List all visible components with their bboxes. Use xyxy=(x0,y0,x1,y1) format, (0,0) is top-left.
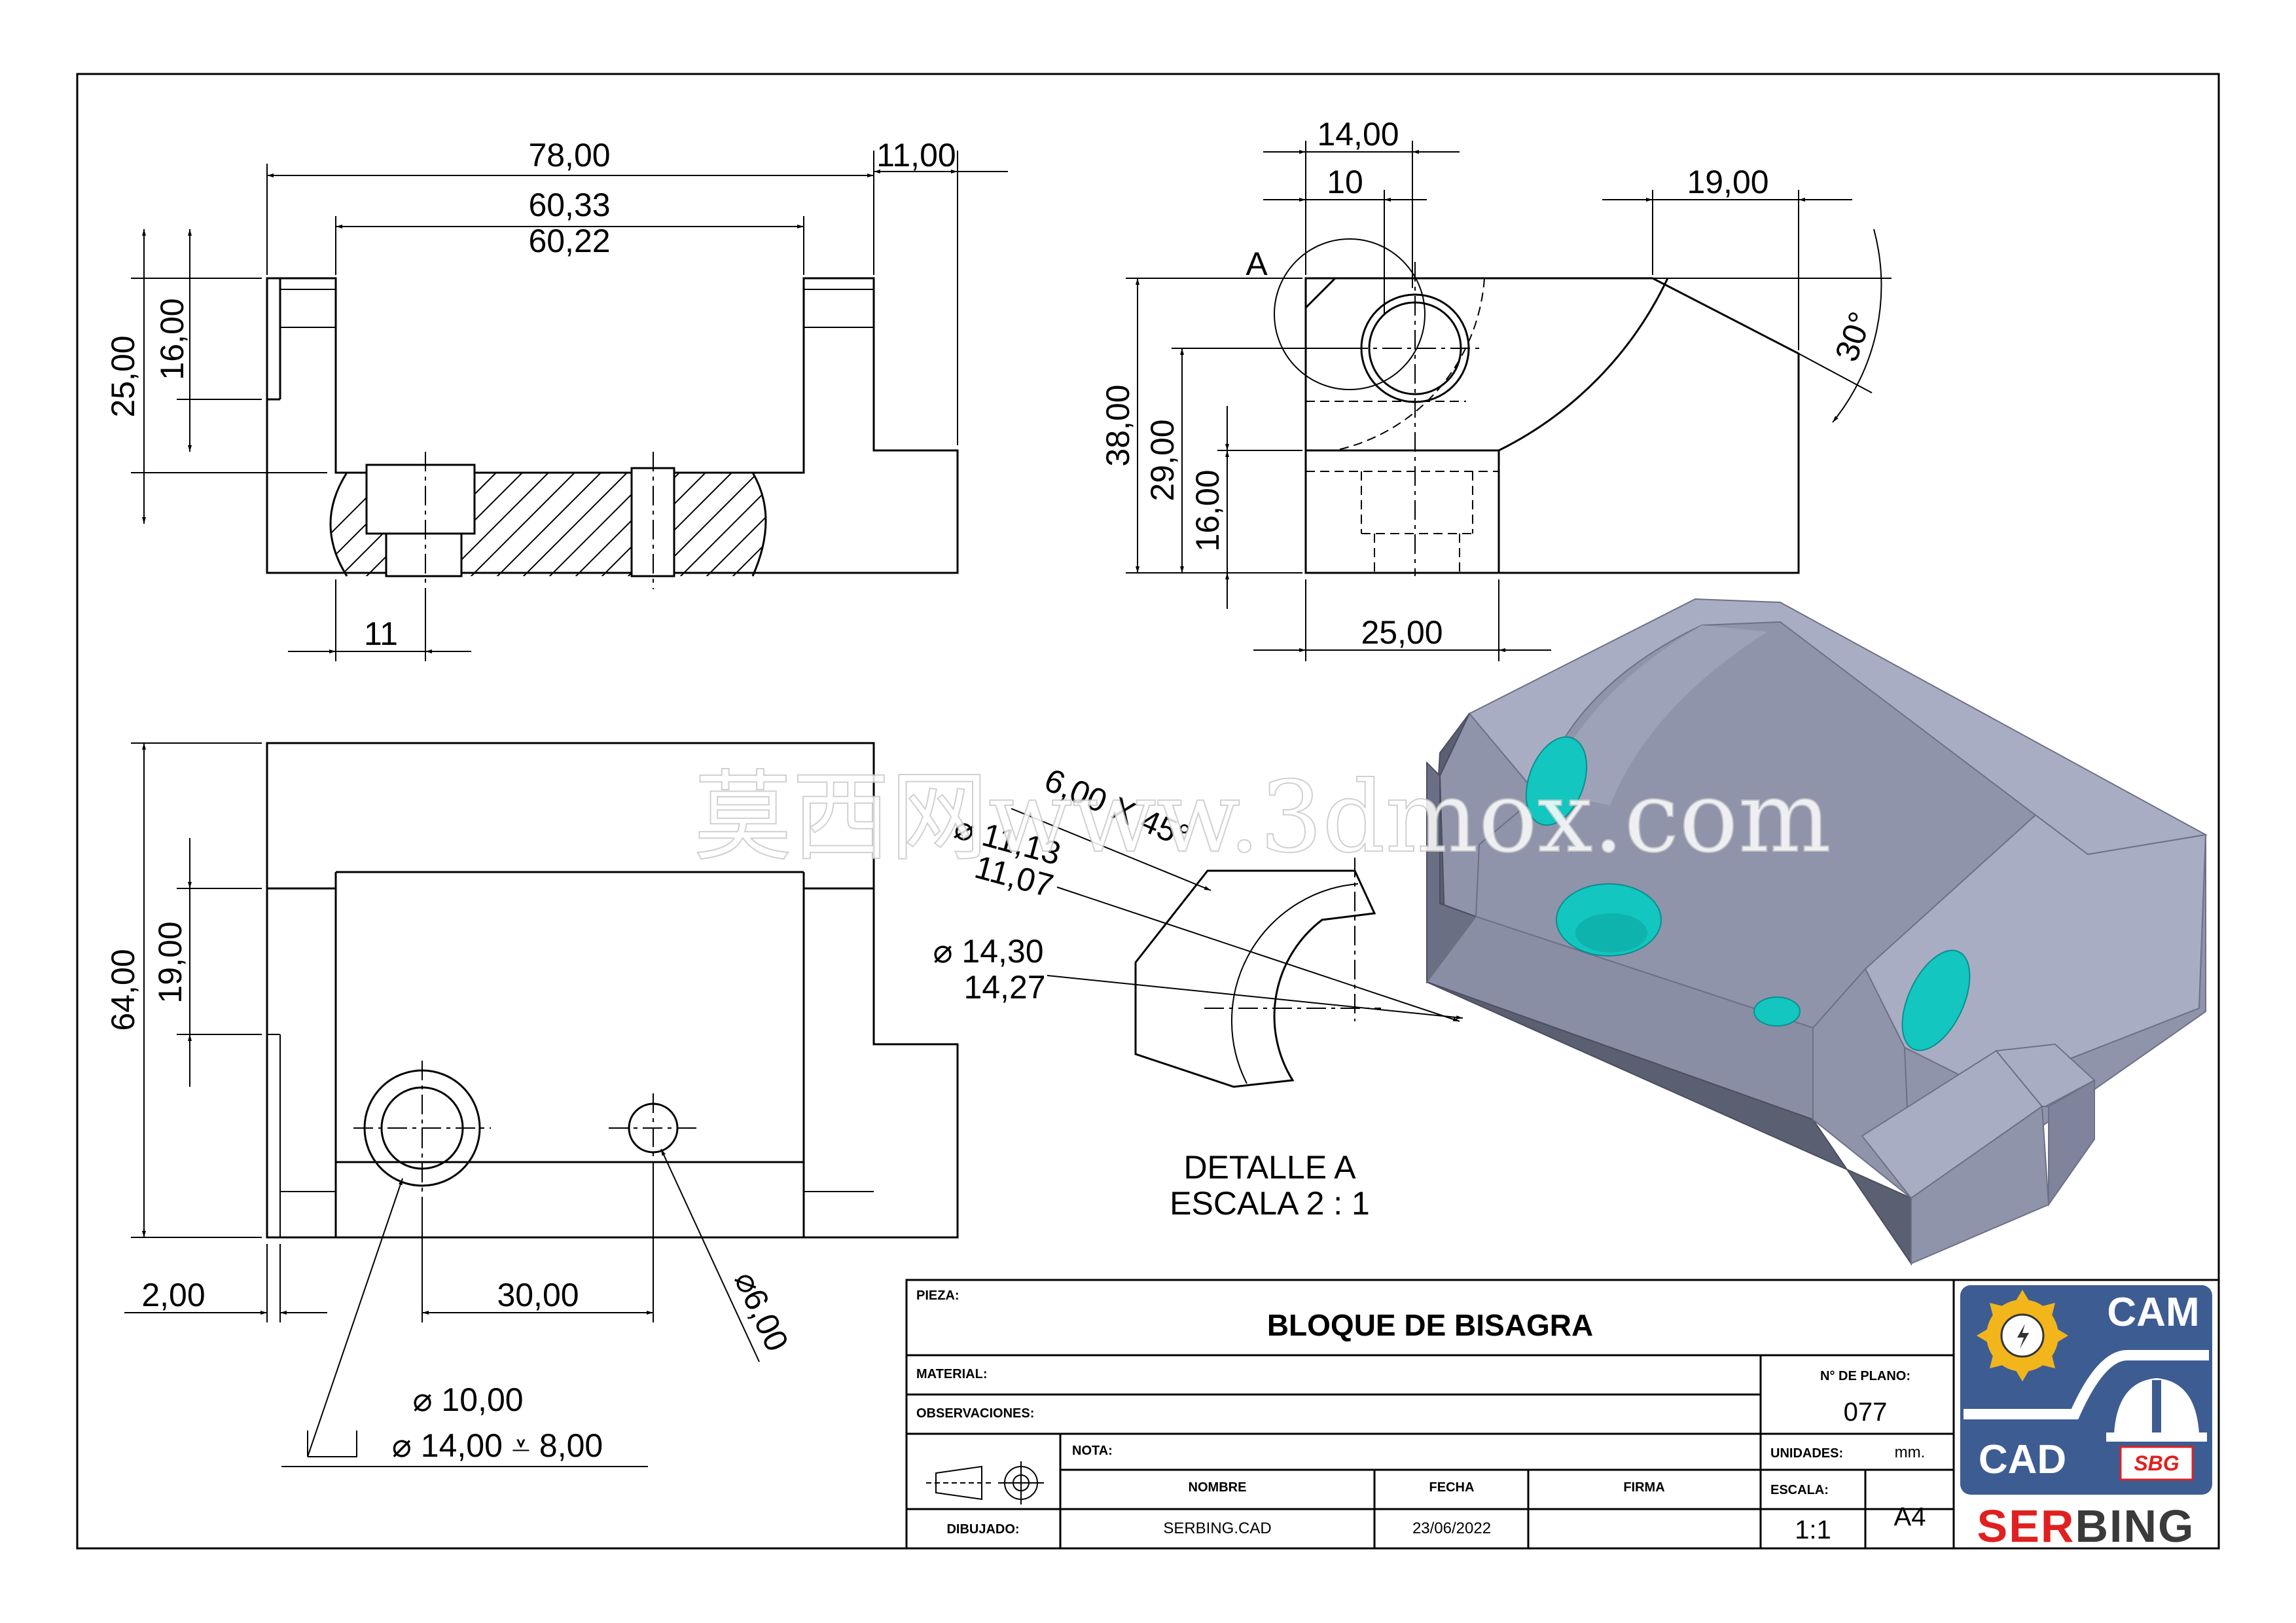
model-hole-small xyxy=(1753,996,1801,1027)
logo-brand: SERBING xyxy=(1977,1501,2195,1552)
plano-label: N° DE PLANO: xyxy=(1820,1369,1910,1383)
watermark: 莫西网www.3dmox.com xyxy=(694,761,1831,875)
unidades-value: mm. xyxy=(1895,1444,1926,1461)
dim-16-00-side: 16,00 xyxy=(1189,469,1226,551)
dim-dia-14-30: ⌀ 14,30 xyxy=(933,933,1043,970)
dim-11-00: 11,00 xyxy=(876,137,956,173)
dibujado-name: SERBING.CAD xyxy=(1163,1520,1271,1537)
plano-value: 077 xyxy=(1844,1398,1888,1427)
logo-seal-box xyxy=(2119,1446,2194,1481)
company-logo: CAM CAD SBG SERBING xyxy=(1952,1279,2220,1552)
dim-2-00: 2,00 xyxy=(141,1277,205,1313)
nota-label: NOTA: xyxy=(1072,1444,1113,1458)
dim-dia-6: ⌀6,00 xyxy=(727,1266,796,1357)
front-view: 78,00 60,33 60,22 11,00 25,00 16,00 11 xyxy=(105,137,1008,661)
unidades-label: UNIDADES: xyxy=(1770,1446,1843,1461)
projection-symbol-icon xyxy=(926,1461,1044,1504)
dim-25-00: 25,00 xyxy=(105,335,141,417)
model-hole-right xyxy=(1901,949,1971,1051)
dim-14-27: 14,27 xyxy=(963,969,1045,1006)
dibujado-label: DIBUJADO: xyxy=(946,1522,1019,1537)
dim-14-00: 14,00 xyxy=(1317,116,1399,153)
side-view: A 14,00 10 19,00 30° 38,00 29,0 xyxy=(1100,116,1892,661)
fecha-label: FECHA xyxy=(1429,1480,1475,1495)
dim-19-00-top: 19,00 xyxy=(152,921,188,1003)
nombre-label: NOMBRE xyxy=(1189,1480,1247,1495)
dim-78: 78,00 xyxy=(528,137,610,173)
dim-30-00: 30,00 xyxy=(497,1277,579,1313)
hardhat-icon xyxy=(2106,1378,2207,1442)
title-block: PIEZA: BLOQUE DE BISAGRA MATERIAL: OBSER… xyxy=(905,1279,1955,1550)
pieza-label: PIEZA: xyxy=(916,1288,960,1303)
detail-a-circle xyxy=(1274,238,1426,390)
logo-cam: CAM xyxy=(2107,1290,2199,1335)
dim-29-00: 29,00 xyxy=(1144,419,1181,501)
part-name: BLOQUE DE BISAGRA xyxy=(1267,1308,1593,1342)
dibujado-date: 23/06/2022 xyxy=(1412,1520,1491,1537)
dim-10: 10 xyxy=(1327,164,1363,200)
detail-a-label: A xyxy=(1246,246,1268,282)
detail-title: DETALLE A xyxy=(1183,1149,1356,1186)
escala-label: ESCALA: xyxy=(1770,1483,1829,1497)
dim-64-00: 64,00 xyxy=(105,949,141,1030)
dim-19-00: 19,00 xyxy=(1687,164,1768,200)
dim-38-00: 38,00 xyxy=(1100,384,1136,466)
sheet-format: A4 xyxy=(1894,1503,1926,1531)
detail-scale: ESCALA 2 : 1 xyxy=(1170,1185,1370,1222)
dim-angle-30: 30° xyxy=(1828,307,1879,366)
logo-cad: CAD xyxy=(1979,1437,2066,1482)
escala-value: 1:1 xyxy=(1795,1516,1831,1544)
firma-label: FIRMA xyxy=(1623,1480,1664,1495)
logo-seal: SBG xyxy=(2134,1451,2179,1475)
dim-25-00-side: 25,00 xyxy=(1361,614,1443,651)
front-section-hatch xyxy=(331,473,766,576)
gear-icon xyxy=(1977,1290,2068,1381)
dim-dia-10: ⌀ 10,00 xyxy=(412,1381,523,1418)
observaciones-label: OBSERVACIONES: xyxy=(916,1406,1034,1421)
dim-60-22: 60,22 xyxy=(528,223,610,259)
dim-16-00: 16,00 xyxy=(154,298,190,380)
isometric-model xyxy=(1426,598,2208,1266)
dim-counterbore: ⌀ 14,00 ⩡ 8,00 xyxy=(392,1427,603,1464)
material-label: MATERIAL: xyxy=(916,1367,988,1381)
model-hole-left xyxy=(1525,736,1588,826)
top-view: 64,00 19,00 2,00 30,00 ⌀6,00 ⌀ 10,00 ⌀ 1… xyxy=(105,742,959,1467)
dim-60-33: 60,33 xyxy=(528,187,610,223)
dim-11: 11 xyxy=(364,615,398,652)
